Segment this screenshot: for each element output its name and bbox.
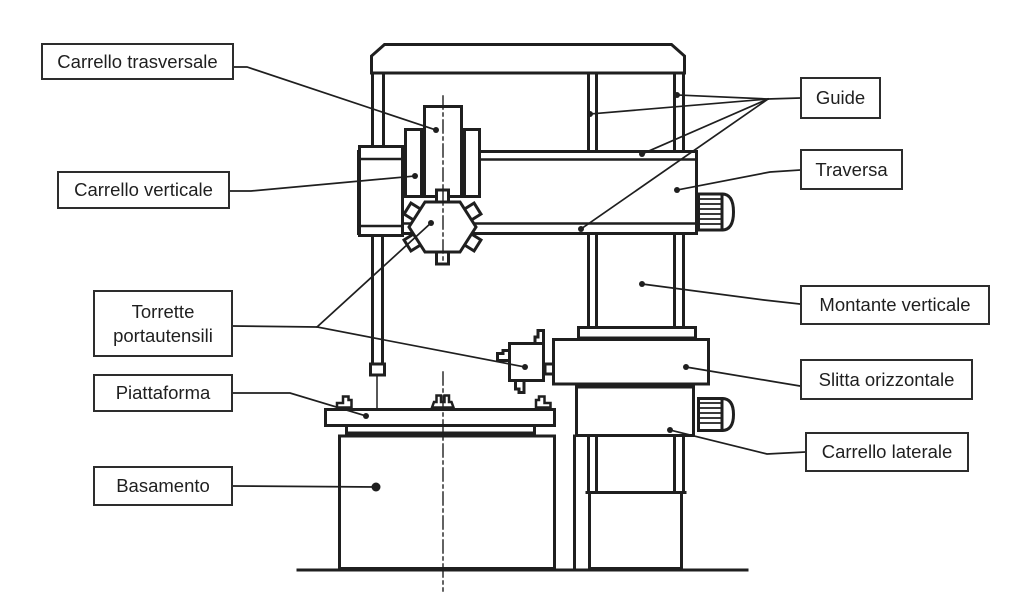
montante-guide-rails-upper — [587, 71, 685, 153]
label-piattaforma: Piattaforma — [93, 374, 233, 412]
piattaforma-table — [324, 394, 556, 435]
label-text: Carrello verticale — [74, 179, 213, 200]
traversa-motor — [697, 192, 736, 232]
label-text: Piattaforma — [115, 382, 211, 403]
leader-carrello-laterale — [667, 427, 806, 455]
leader-guide — [578, 92, 801, 232]
label-guide: Guide — [800, 77, 881, 119]
label-text: Traversa — [815, 158, 888, 180]
label-carrello-trasversale: Carrello trasversale — [41, 43, 234, 80]
label-montante-verticale: Montante verticale — [800, 285, 990, 325]
saddle-plate-left — [404, 128, 423, 198]
label-carrello-laterale: Carrello laterale — [805, 432, 969, 472]
carrello-verticale-saddle — [358, 145, 404, 237]
leader-carrello-trasversale — [233, 66, 439, 133]
carrello-laterale-block — [575, 385, 695, 437]
leader-basamento — [232, 482, 381, 492]
slitta-orizzontale — [543, 326, 710, 386]
left-post-lower — [369, 235, 386, 409]
leader-torrette — [232, 220, 528, 370]
label-text: Slitta orizzontale — [818, 368, 955, 390]
leader-slitta — [683, 364, 801, 387]
label-text: Montante verticale — [819, 294, 971, 315]
montante-guide-rails-mid — [587, 232, 685, 329]
turret-hexagon — [401, 188, 484, 266]
saddle-plate-right — [463, 128, 481, 198]
basamento-base — [338, 434, 556, 570]
label-text: portautensili — [113, 324, 213, 346]
label-slitta-orizzontale: Slitta orizzontale — [800, 359, 973, 400]
label-text: Carrello laterale — [821, 441, 953, 462]
leader-traversa — [674, 169, 801, 193]
label-torrette-portautensili: Torrette portautensili — [93, 290, 233, 357]
label-text: Basamento — [116, 475, 210, 496]
side-toolhead — [496, 329, 545, 394]
leader-carrello-verticale — [229, 173, 418, 192]
top-beam — [370, 43, 686, 75]
label-text: Guide — [815, 87, 866, 108]
carrello-laterale-motor — [697, 396, 736, 433]
leader-lines — [229, 66, 806, 492]
label-carrello-verticale: Carrello verticale — [57, 171, 230, 209]
montante-lower — [573, 434, 687, 570]
workpiece-clamps — [335, 394, 552, 409]
label-traversa: Traversa — [800, 149, 903, 190]
label-text: Carrello trasversale — [57, 50, 218, 72]
leader-piattaforma — [232, 392, 369, 419]
label-basamento: Basamento — [93, 466, 233, 506]
leader-montante — [639, 281, 801, 305]
label-text: Torrette — [131, 300, 195, 322]
